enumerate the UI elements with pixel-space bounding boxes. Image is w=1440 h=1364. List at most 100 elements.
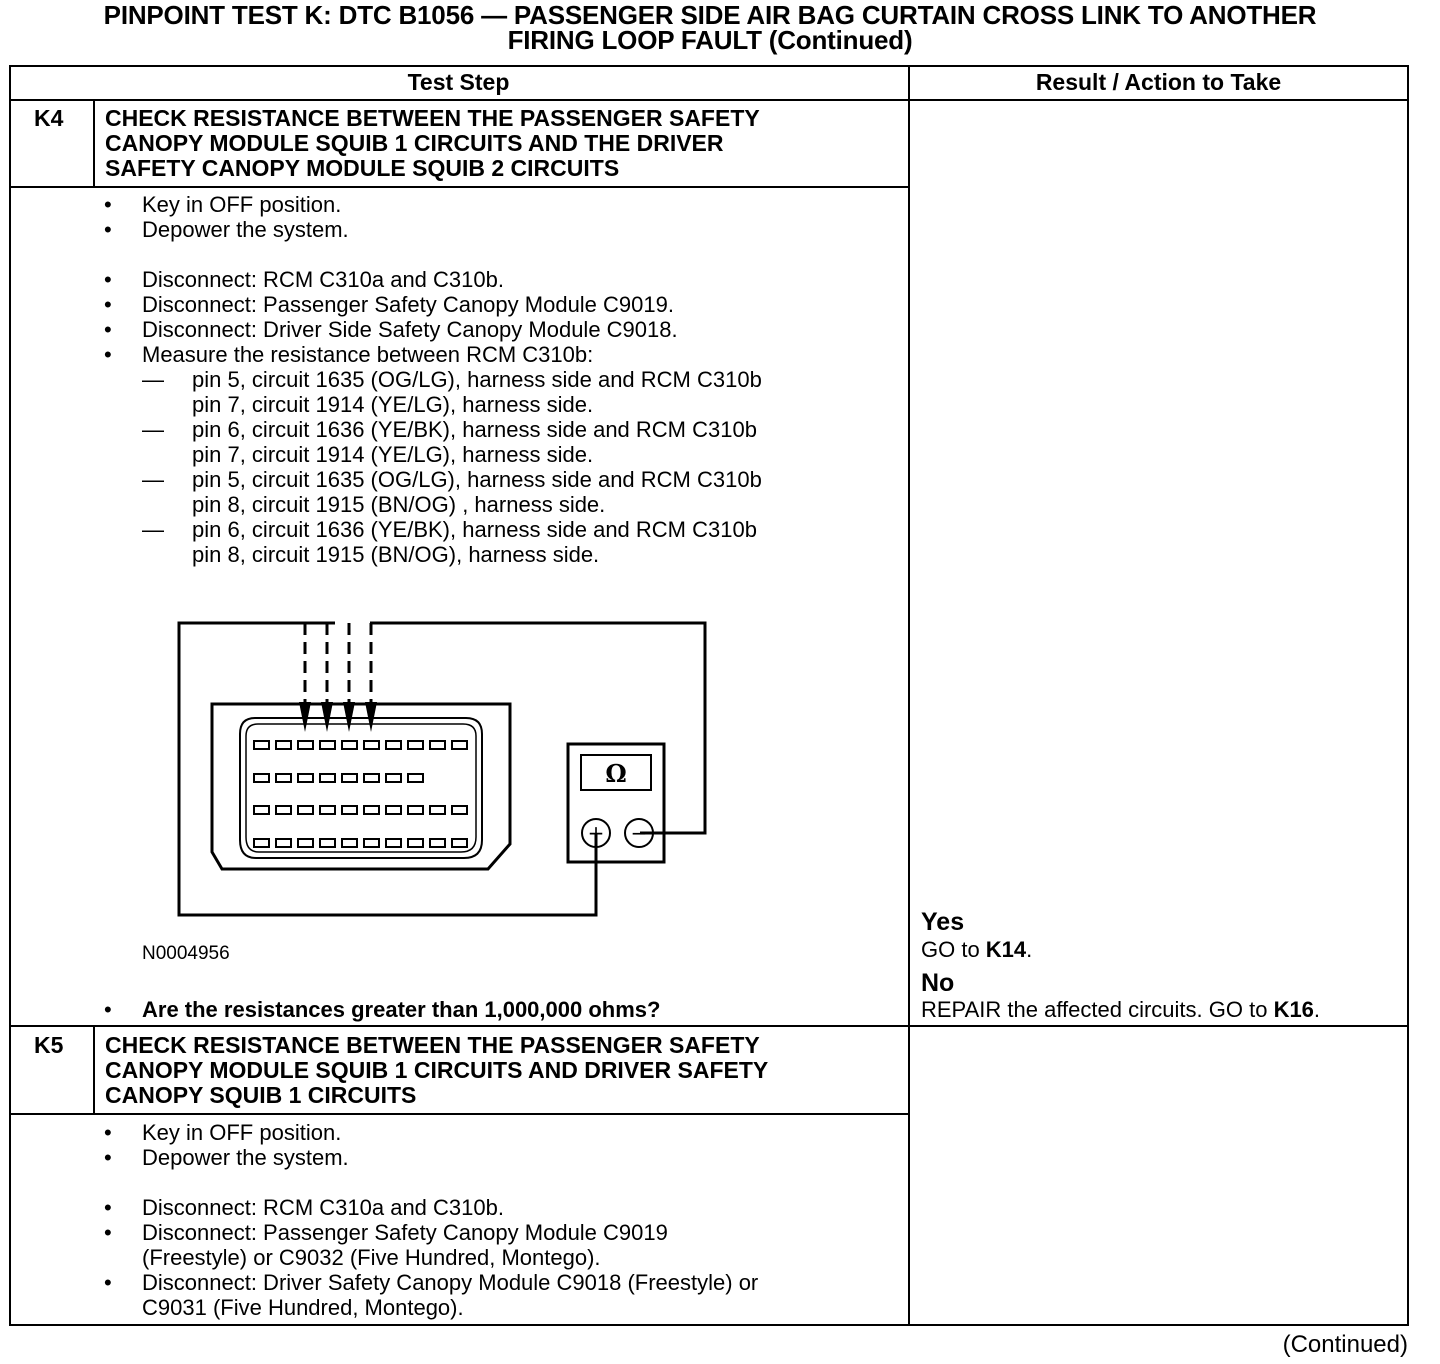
k5-step: Key in OFF position. [142,1120,342,1145]
column-header-test-step: Test Step [407,69,510,95]
bullet: • [104,1220,112,1245]
pin-cavity [407,740,424,750]
bullet: • [104,217,112,242]
k5-step: Disconnect: RCM C310a and C310b. [142,1195,504,1220]
pin-cavity [253,838,270,848]
pin-cavity [319,805,336,815]
column-header-result: Result / Action to Take [1035,69,1282,95]
bullet: • [104,292,112,317]
k4-step: Disconnect: RCM C310a and C310b. [142,267,504,292]
pin-cavity [429,838,446,848]
k4-sub-step: pin 5, circuit 1635 (OG/LG), harness sid… [192,367,762,392]
pin-cavity [407,805,424,815]
pin-cavity [341,740,358,750]
pin-cavity [363,805,380,815]
pin-cavity [385,838,402,848]
plus-symbol: + [588,821,605,845]
k4-step: Key in OFF position. [142,192,342,217]
bullet: • [104,1270,112,1295]
k4-heading: CHECK RESISTANCE BETWEEN THE PASSENGER S… [105,106,905,181]
bullet: • [104,1145,112,1170]
k5-heading: CHECK RESISTANCE BETWEEN THE PASSENGER S… [105,1033,905,1108]
minus-terminal [624,818,654,848]
k5-step: (Freestyle) or C9032 (Five Hundred, Mont… [142,1245,601,1270]
k4-sub-step: pin 8, circuit 1915 (BN/OG), harness sid… [192,542,600,567]
k4-sub-step: pin 7, circuit 1914 (YE/LG), harness sid… [192,392,594,417]
ohm-symbol: Ω [605,759,626,788]
probe-tip [343,702,355,732]
k4-question: Are the resistances greater than 1,000,0… [142,997,661,1022]
pin-cavity [341,773,358,783]
figure-id: N0004956 [142,943,230,964]
pin-cavity [385,740,402,750]
pin-cavity [297,838,314,848]
pin-cavity [319,740,336,750]
pin-cavity [429,805,446,815]
bullet: • [104,192,112,217]
multimeter-display [580,754,652,791]
bullet: • [104,1120,112,1145]
pin-cavity [253,773,270,783]
pin-cavity [451,805,468,815]
bullet: • [104,1195,112,1220]
probe-tip [299,702,311,732]
result-no-label: No [921,969,955,997]
k4-sub-step: pin 5, circuit 1635 (OG/LG), harness sid… [192,467,762,492]
k5-heading-line: CANOPY SQUIB 1 CIRCUITS [105,1082,417,1108]
meter-lead-loop [177,621,598,917]
k4-sub-step: pin 6, circuit 1636 (YE/BK), harness sid… [192,517,757,542]
result-yes-suffix: . [1026,937,1033,962]
result-yes-action: GO to K14. [921,937,1032,962]
pin-cavity [275,740,292,750]
plus-terminal [581,818,611,848]
pin-cavity [275,773,292,783]
k5-step: Disconnect: Driver Safety Canopy Module … [142,1270,759,1295]
pin-cavity [319,838,336,848]
multimeter [566,742,666,864]
k4-step: Disconnect: Passenger Safety Canopy Modu… [142,292,674,317]
pin-cavity [275,838,292,848]
pin-cavity [363,773,380,783]
header-divider [9,99,1409,101]
pin-cavity [341,805,358,815]
step-number-divider-k4 [93,99,95,187]
pin-cavity [451,740,468,750]
connector-body [210,702,512,871]
dash: — [142,517,164,542]
minus-symbol: − [631,821,648,845]
connector-pins [253,740,468,848]
step-number-k5: K5 [34,1032,64,1058]
k5-heading-divider [9,1113,909,1115]
result-no-link[interactable]: K16 [1273,997,1314,1022]
dash: — [142,467,164,492]
connector-inner-2 [245,723,477,853]
pin-cavity [385,773,402,783]
pin-cavity [407,838,424,848]
column-divider [908,65,910,1326]
pin-cavity [297,740,314,750]
k4-heading-line: SAFETY CANOPY MODULE SQUIB 2 CIRCUITS [105,155,620,181]
meter-lead-negative [370,621,707,835]
k5-step: Disconnect: Passenger Safety Canopy Modu… [142,1220,668,1245]
step-number-k4: K4 [34,105,64,131]
k5-heading-line: CANOPY MODULE SQUIB 1 CIRCUITS AND DRIVE… [105,1057,769,1083]
k5-step: C9031 (Five Hundred, Montego). [142,1295,464,1320]
pin-cavity [253,740,270,750]
probe-tip [321,702,333,732]
result-no-suffix: . [1313,997,1321,1022]
probe-tip [365,702,377,732]
pin-cavity [363,740,380,750]
k4-step: Measure the resistance between RCM C310b… [142,342,594,367]
k5-heading-line: CHECK RESISTANCE BETWEEN THE PASSENGER S… [105,1032,760,1058]
result-no-text: REPAIR the affected circuits. GO to [921,997,1274,1022]
bullet: • [104,342,112,367]
result-yes-link[interactable]: K14 [985,937,1027,962]
result-yes-label: Yes [921,908,965,936]
connector-inner [239,717,483,859]
result-no-action: REPAIR the affected circuits. GO to K16. [921,997,1320,1022]
k4-sub-step: pin 6, circuit 1636 (YE/BK), harness sid… [192,417,757,442]
k5-step: Depower the system. [142,1145,349,1170]
pin-cavity [297,805,314,815]
k4-sub-step: pin 8, circuit 1915 (BN/OG) , harness si… [192,492,606,517]
k4-step: Depower the system. [142,217,349,242]
